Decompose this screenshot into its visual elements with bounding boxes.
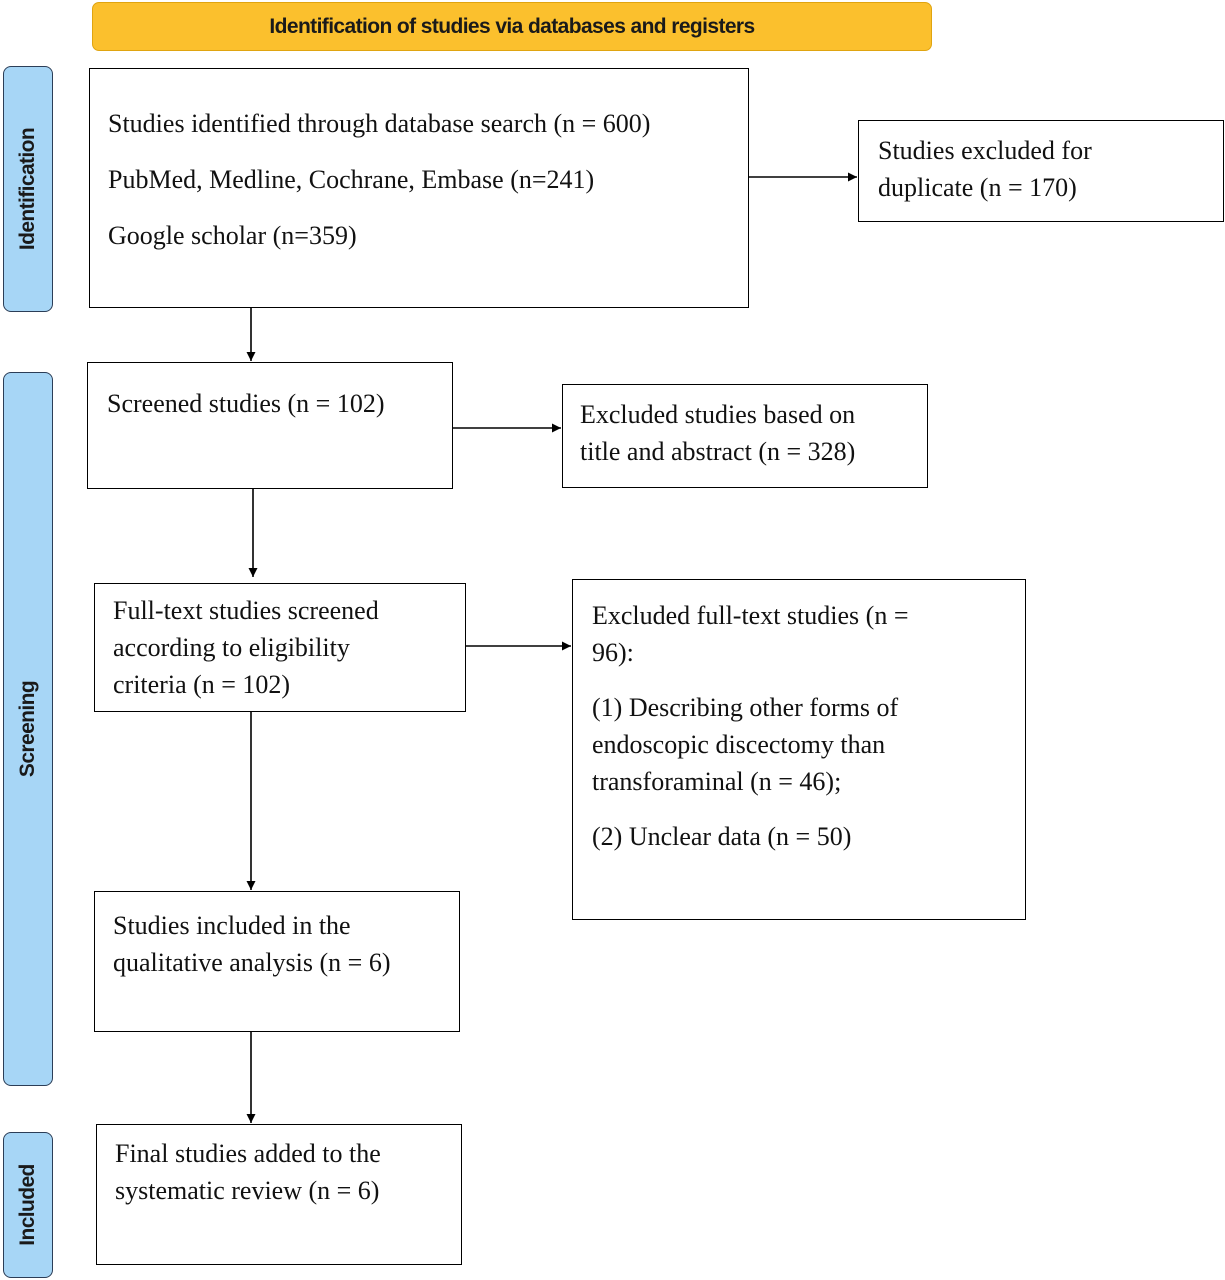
excluded-title-line1: Excluded studies based on bbox=[580, 400, 856, 429]
identified-databases: PubMed, Medline, Cochrane, Embase (n=241… bbox=[108, 165, 595, 194]
identified-total: Studies identified through database sear… bbox=[108, 109, 651, 138]
qualitative-line1: Studies included in the bbox=[113, 911, 351, 940]
box-excluded-title: Excluded studies based on title and abst… bbox=[562, 384, 928, 488]
screened-line1: Screened studies (n = 102) bbox=[107, 389, 385, 418]
excluded-title-line2: title and abstract (n = 328) bbox=[580, 437, 856, 466]
fulltext-line2: according to eligibility bbox=[113, 633, 350, 662]
box-screened: Screened studies (n = 102) bbox=[87, 362, 453, 489]
stage-included: Included bbox=[3, 1132, 53, 1278]
reason1-line3: transforaminal (n = 46); bbox=[592, 767, 842, 796]
identified-scholar: Google scholar (n=359) bbox=[108, 221, 357, 250]
fulltext-line3: criteria (n = 102) bbox=[113, 670, 291, 699]
reason2: (2) Unclear data (n = 50) bbox=[592, 822, 852, 851]
box-identified: Studies identified through database sear… bbox=[89, 68, 749, 308]
box-duplicates: Studies excluded for duplicate (n = 170) bbox=[858, 120, 1224, 222]
excluded-fulltext-line2: 96): bbox=[592, 638, 634, 667]
excluded-fulltext-line1: Excluded full-text studies (n = bbox=[592, 601, 909, 630]
qualitative-line2: qualitative analysis (n = 6) bbox=[113, 948, 391, 977]
stage-screening: Screening bbox=[3, 372, 53, 1086]
reason1-line2: endoscopic discectomy than bbox=[592, 730, 886, 759]
box-qualitative: Studies included in the qualitative anal… bbox=[94, 891, 460, 1032]
duplicates-line1: Studies excluded for bbox=[878, 136, 1092, 165]
section-header-title: Identification of studies via databases … bbox=[269, 14, 755, 38]
stage-identification: Identification bbox=[3, 66, 53, 312]
fulltext-line1: Full-text studies screened bbox=[113, 596, 379, 625]
box-final: Final studies added to the systematic re… bbox=[96, 1124, 462, 1265]
box-fulltext: Full-text studies screened according to … bbox=[94, 583, 466, 712]
duplicates-line2: duplicate (n = 170) bbox=[878, 173, 1077, 202]
final-line2: systematic review (n = 6) bbox=[115, 1176, 380, 1205]
final-line1: Final studies added to the bbox=[115, 1139, 381, 1168]
section-header: Identification of studies via databases … bbox=[92, 2, 932, 51]
box-excluded-fulltext: Excluded full-text studies (n = 96): (1)… bbox=[572, 579, 1026, 920]
reason1-line1: (1) Describing other forms of bbox=[592, 693, 899, 722]
